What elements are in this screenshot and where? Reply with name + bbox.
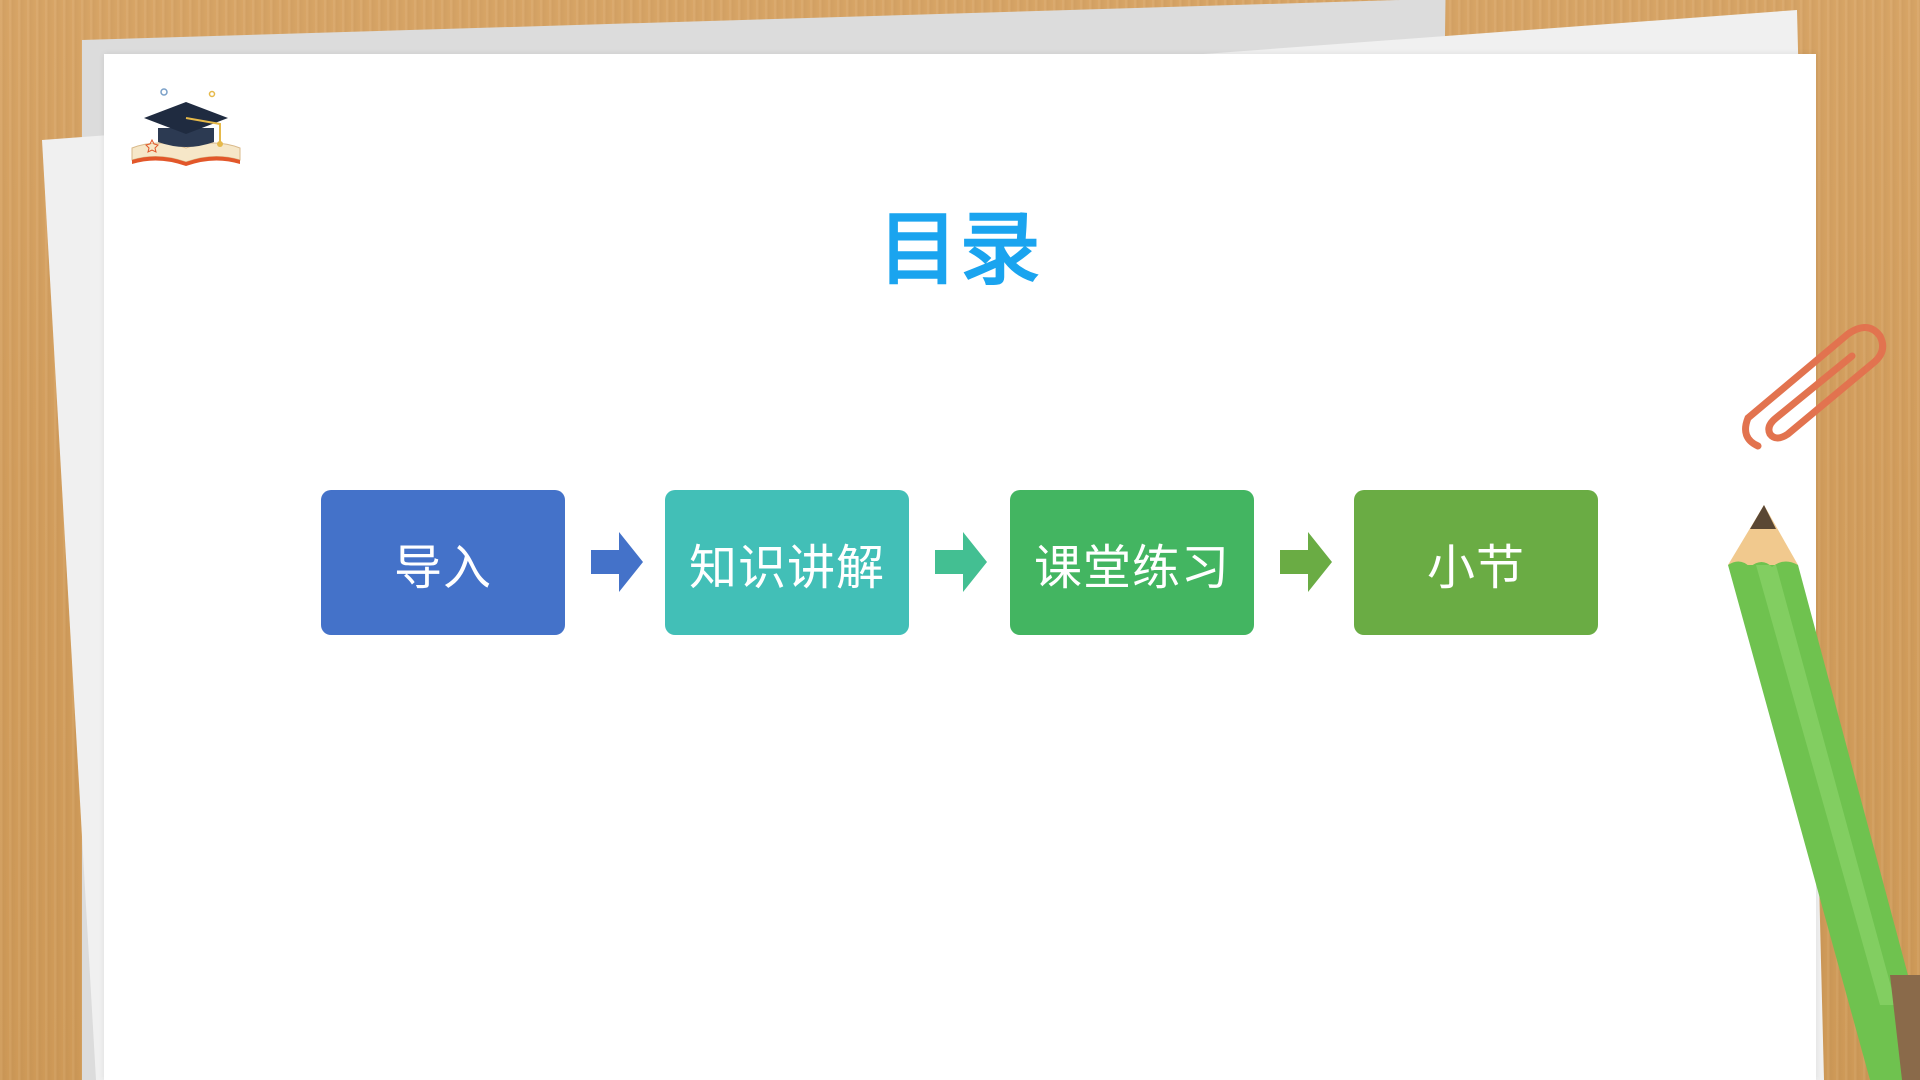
graduation-cap-book-icon	[131, 88, 241, 166]
paperclip-icon	[1742, 324, 1887, 450]
step-intro-button[interactable]: 导入	[321, 490, 565, 635]
step-practice-button[interactable]: 课堂练习	[1010, 490, 1254, 635]
arrow-right-icon	[1280, 532, 1332, 592]
page-title: 目录	[878, 203, 1042, 296]
step-knowledge-button[interactable]: 知识讲解	[665, 490, 909, 635]
arrow-shape	[935, 532, 987, 592]
pencil-icon	[1728, 505, 1920, 1080]
arrow-right-icon	[591, 532, 643, 592]
arrow-shape	[1280, 532, 1332, 592]
step-summary-button[interactable]: 小节	[1354, 490, 1598, 635]
arrow-shape	[591, 532, 643, 592]
arrow-right-icon	[935, 532, 987, 592]
